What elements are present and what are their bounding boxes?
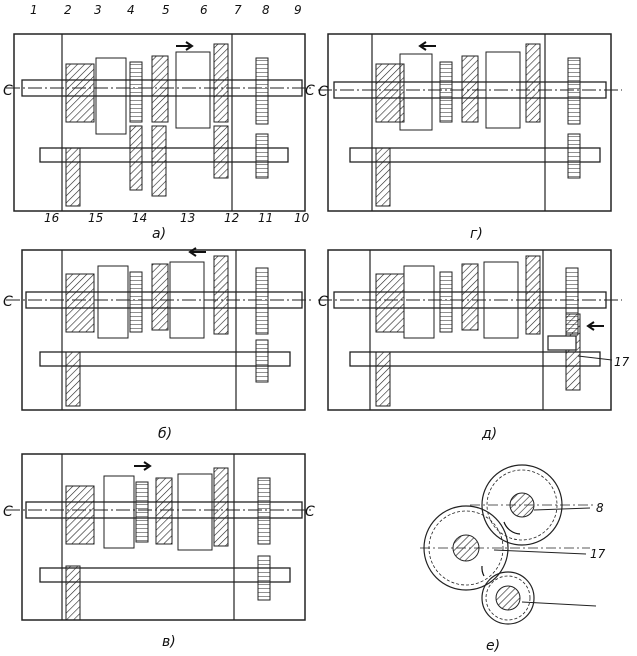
rotation-arrow	[481, 565, 485, 577]
axis-mark-right: С	[305, 83, 315, 99]
caption-v: в)	[162, 634, 176, 650]
collar-3	[95, 57, 127, 135]
caption-a: а)	[152, 226, 166, 242]
panel-e: 8 17 е)	[420, 464, 606, 654]
axis-mark-left: С	[3, 504, 13, 520]
part-2: 2	[64, 3, 72, 17]
part-13: 13	[180, 211, 195, 225]
part-14: 14	[132, 211, 147, 225]
panel-d: 17 С д)	[318, 249, 630, 442]
shift-arrow-right	[134, 461, 152, 471]
caption-d: д)	[481, 426, 497, 442]
part-12: 12	[224, 211, 239, 225]
part-9: 9	[294, 3, 302, 17]
gear-4	[129, 61, 143, 123]
gear-7	[213, 43, 229, 123]
part-5: 5	[162, 3, 170, 17]
countershaft-gear-circle	[481, 571, 535, 625]
panel-v: С С в)	[3, 453, 315, 650]
shift-arrow-left	[418, 41, 436, 51]
part-10: 10	[294, 211, 310, 225]
part-8: 8	[262, 3, 270, 17]
collar-6	[175, 51, 211, 129]
panel-a: С С 1 2 3 4 5 6 7 8 9 10 11 12 13 14 15 …	[3, 3, 315, 242]
axis-mark-left: С	[318, 84, 328, 100]
gear-13	[151, 125, 167, 197]
part-numbers: 1 2 3 4 5 6 7 8 9 10 11 12 13 14 15 16	[30, 3, 310, 225]
part-15: 15	[88, 211, 103, 225]
gear-12	[213, 125, 229, 179]
part-6: 6	[200, 3, 208, 17]
caption-b: б)	[158, 426, 172, 442]
gear-5	[151, 55, 169, 123]
panel-b: С б)	[3, 247, 312, 442]
gear-8	[255, 57, 269, 125]
gear-11	[255, 133, 269, 179]
housing	[13, 33, 306, 212]
shift-arrow-right	[176, 41, 194, 51]
axis-mark-left: С	[3, 294, 13, 310]
e-label-8: 8	[596, 501, 604, 515]
part-4: 4	[127, 3, 135, 17]
part-16: 16	[44, 211, 60, 225]
shift-arrow-left	[188, 247, 206, 257]
part-3: 3	[94, 3, 102, 17]
axis-mark-left: С	[3, 83, 13, 99]
rotation-arrow	[503, 521, 521, 535]
part-1: 1	[30, 3, 38, 17]
axis-mark-left: С	[318, 294, 328, 310]
caption-e: е)	[486, 638, 500, 654]
gear-14	[129, 125, 143, 191]
caption-g: г)	[470, 226, 483, 242]
gear-15	[65, 147, 81, 207]
part-11: 11	[258, 211, 273, 225]
part-17: 17	[614, 355, 630, 369]
gear-2	[65, 63, 95, 123]
axis-mark-right: С	[305, 504, 315, 520]
idler-shaft	[547, 335, 577, 351]
idler-gear-17	[565, 313, 581, 391]
shift-arrow-left	[586, 321, 604, 331]
e-label-17: 17	[590, 547, 606, 561]
panel-g: С г)	[318, 33, 622, 242]
part-7: 7	[234, 3, 242, 17]
